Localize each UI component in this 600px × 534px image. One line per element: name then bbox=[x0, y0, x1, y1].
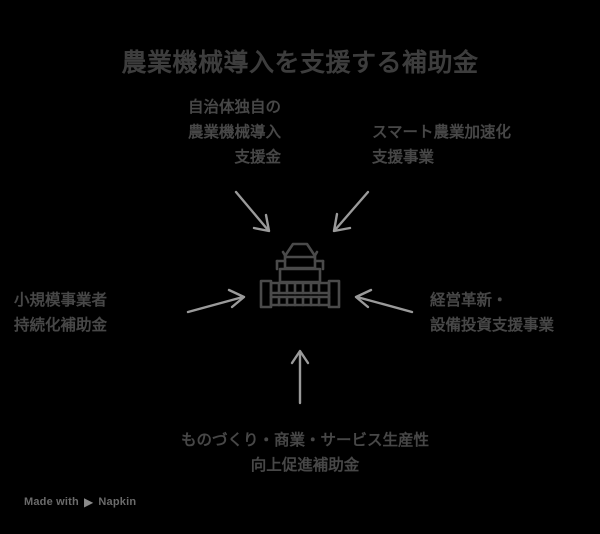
arrow-right bbox=[354, 288, 414, 314]
tractor-icon bbox=[259, 242, 341, 309]
node-label-local-gov: 自治体独自の 農業機械導入 支援金 bbox=[187, 99, 281, 167]
node-label-monodukuri: ものづくり・商業・サービス生産性 向上促進補助金 bbox=[180, 432, 429, 475]
watermark-brand: Napkin bbox=[98, 496, 137, 508]
node-label-smart-agri: スマート農業加速化 支援事業 bbox=[372, 124, 512, 167]
node-label-small-biz: 小規模事業者 持続化補助金 bbox=[14, 292, 108, 335]
arrow-top-right bbox=[332, 190, 370, 233]
napkin-watermark: Made with ▶ Napkin bbox=[24, 496, 136, 508]
page-title: 農業機械導入を支援する補助金 bbox=[121, 49, 479, 77]
arrow-left bbox=[186, 288, 246, 314]
node-label-mgmt-innovation: 経営革新・ 設備投資支援事業 bbox=[430, 292, 555, 335]
arrow-top-left bbox=[234, 190, 271, 233]
watermark-prefix: Made with bbox=[24, 496, 79, 508]
napkin-logo-icon: ▶ bbox=[83, 495, 94, 509]
arrow-bottom bbox=[290, 349, 310, 405]
